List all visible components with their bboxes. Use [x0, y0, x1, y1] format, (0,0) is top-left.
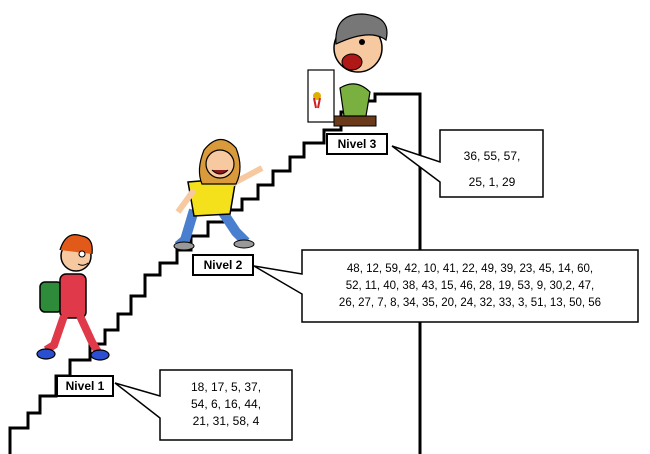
numbers-list-nivel-1: 18, 17, 5, 37, 54, 6, 16, 44, 21, 31, 58…: [162, 379, 290, 430]
level-label-2: Nivel 2: [192, 254, 254, 276]
callout-bubble-nivel-3: [391, 129, 544, 198]
level-label-1: Nivel 1: [56, 375, 114, 397]
numbers-line: 18, 17, 5, 37,: [190, 380, 262, 394]
callout-bubble-nivel-2: [253, 249, 639, 323]
numbers-line: 36, 55, 57,: [463, 149, 521, 163]
callout-bubble-nivel-1: [114, 369, 293, 441]
numbers-line: 52, 11, 40, 38, 43, 15, 46, 28, 19, 53, …: [345, 280, 595, 292]
numbers-line: 26, 27, 7, 8, 34, 35, 20, 24, 32, 33, 3,…: [338, 297, 602, 309]
numbers-list-nivel-2: 48, 12, 59, 42, 10, 41, 22, 49, 39, 23, …: [304, 261, 636, 312]
boy-with-certificate-illustration: [307, 13, 388, 127]
numbers-line: 21, 31, 58, 4: [192, 414, 260, 428]
numbers-line: 54, 6, 16, 44,: [190, 397, 262, 411]
numbers-line: 25, 1, 29: [468, 175, 516, 189]
numbers-line: 48, 12, 59, 42, 10, 41, 22, 49, 39, 23, …: [346, 263, 594, 275]
numbers-list-nivel-3: 36, 55, 57, 25, 1, 29: [442, 143, 542, 195]
level-label-3: Nivel 3: [326, 133, 388, 155]
girl-pointing-illustration: [173, 138, 264, 251]
child-with-backpack-illustration: [36, 234, 110, 361]
